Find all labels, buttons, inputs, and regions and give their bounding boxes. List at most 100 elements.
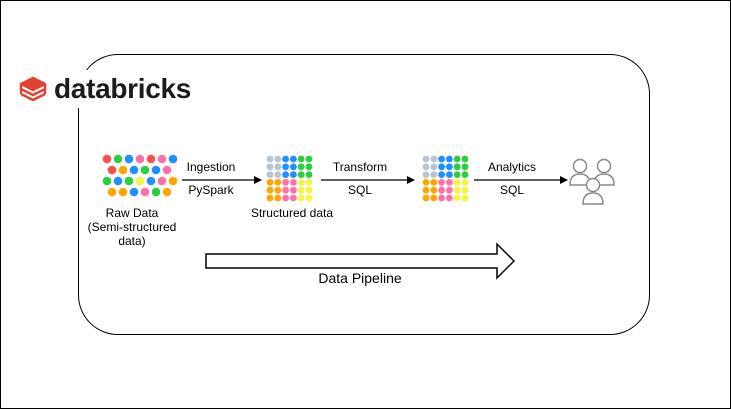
raw-data-dot <box>124 154 134 164</box>
grid-cell-dot <box>290 163 297 171</box>
grid-cell-dot <box>266 155 274 163</box>
grid-cell-dot <box>305 155 313 163</box>
analytics-sql-label: SQL <box>499 183 524 197</box>
pyspark-label: PySpark <box>188 183 234 197</box>
grid-cell-dot <box>461 194 469 202</box>
grid-cell-dot <box>290 186 297 194</box>
raw-data-dot <box>129 165 139 175</box>
raw-data-dot <box>135 154 145 164</box>
grid-cell-dot <box>282 179 289 186</box>
grid-cell-dot <box>282 186 289 194</box>
raw-data-dot <box>102 154 112 164</box>
grid-cell-dot <box>290 171 297 179</box>
raw-data-dot <box>113 176 123 186</box>
grid-cell-dot <box>422 163 430 171</box>
grid-cell-dot <box>438 194 445 202</box>
grid-cell-dot <box>461 171 469 179</box>
grid-cell-dot <box>430 163 438 171</box>
structured-data-icon <box>266 155 313 202</box>
analytics-label: Analytics <box>487 160 537 174</box>
transform-label: Transform <box>332 160 388 174</box>
grid-cell-dot <box>274 179 282 186</box>
grid-cell-dot <box>430 179 438 186</box>
grid-cell-dot <box>438 171 445 179</box>
raw-data-dot <box>113 154 123 164</box>
raw-data-dot <box>140 187 150 197</box>
raw-data-icon <box>102 154 178 197</box>
raw-data-dot <box>168 154 178 164</box>
grid-cell-dot <box>282 171 289 179</box>
raw-data-dot <box>168 176 178 186</box>
grid-cell-dot <box>446 186 453 194</box>
grid-cell-dot <box>422 194 430 202</box>
transform-sql-label: SQL <box>347 183 372 197</box>
grid-cell-dot <box>461 179 469 186</box>
grid-cell-dot <box>266 163 274 171</box>
grid-cell-dot <box>453 179 461 186</box>
brand-name: databricks <box>54 73 192 104</box>
databricks-logo-icon <box>19 76 47 102</box>
grid-cell-dot <box>290 194 297 202</box>
grid-cell-dot <box>290 155 297 163</box>
grid-cell-dot <box>446 171 453 179</box>
raw-data-dot <box>140 165 150 175</box>
grid-cell-dot <box>282 155 289 163</box>
grid-cell-dot <box>453 163 461 171</box>
raw-data-dot <box>129 187 139 197</box>
raw-data-line-1: Raw Data <box>105 206 159 220</box>
grid-cell-dot <box>290 179 297 186</box>
raw-data-line-3: data) <box>118 234 146 248</box>
structured-data-label: Structured data <box>250 206 334 220</box>
grid-cell-dot <box>453 171 461 179</box>
grid-cell-dot <box>446 179 453 186</box>
data-pipeline-arrow <box>205 242 516 280</box>
grid-cell-dot <box>422 186 430 194</box>
raw-data-dot <box>162 165 172 175</box>
grid-cell-dot <box>266 194 274 202</box>
raw-data-dot <box>146 154 156 164</box>
grid-cell-dot <box>461 155 469 163</box>
grid-cell-dot <box>297 194 305 202</box>
grid-cell-dot <box>305 179 313 186</box>
grid-cell-dot <box>438 179 445 186</box>
raw-data-dot <box>146 176 156 186</box>
grid-cell-dot <box>297 179 305 186</box>
grid-cell-dot <box>274 186 282 194</box>
grid-cell-dot <box>430 186 438 194</box>
grid-cell-dot <box>305 163 313 171</box>
raw-data-dot <box>118 187 128 197</box>
data-pipeline-label: Data Pipeline <box>318 270 402 286</box>
grid-cell-dot <box>461 163 469 171</box>
grid-cell-dot <box>438 155 445 163</box>
grid-cell-dot <box>422 171 430 179</box>
grid-cell-dot <box>297 155 305 163</box>
raw-data-dot <box>118 165 128 175</box>
grid-cell-dot <box>453 155 461 163</box>
raw-data-dot <box>107 165 117 175</box>
grid-cell-dot <box>438 163 445 171</box>
grid-cell-dot <box>274 194 282 202</box>
raw-data-label: Raw Data (Semi-structured data) <box>80 206 184 248</box>
grid-cell-dot <box>430 171 438 179</box>
grid-cell-dot <box>446 194 453 202</box>
databricks-brand: databricks <box>18 70 198 108</box>
grid-cell-dot <box>305 171 313 179</box>
raw-data-dot <box>102 176 112 186</box>
grid-cell-dot <box>453 194 461 202</box>
transformed-data-icon <box>422 155 469 202</box>
grid-cell-dot <box>422 179 430 186</box>
grid-cell-dot <box>266 186 274 194</box>
raw-data-dot <box>151 187 161 197</box>
raw-data-dot <box>151 165 161 175</box>
grid-cell-dot <box>430 155 438 163</box>
grid-cell-dot <box>297 186 305 194</box>
raw-data-dot <box>107 187 117 197</box>
grid-cell-dot <box>266 179 274 186</box>
raw-data-line-2: (Semi-structured <box>87 220 177 234</box>
grid-cell-dot <box>274 155 282 163</box>
raw-data-dot <box>162 187 172 197</box>
ingestion-label: Ingestion <box>186 160 236 174</box>
raw-data-dot <box>135 176 145 186</box>
grid-cell-dot <box>305 194 313 202</box>
grid-cell-dot <box>305 186 313 194</box>
